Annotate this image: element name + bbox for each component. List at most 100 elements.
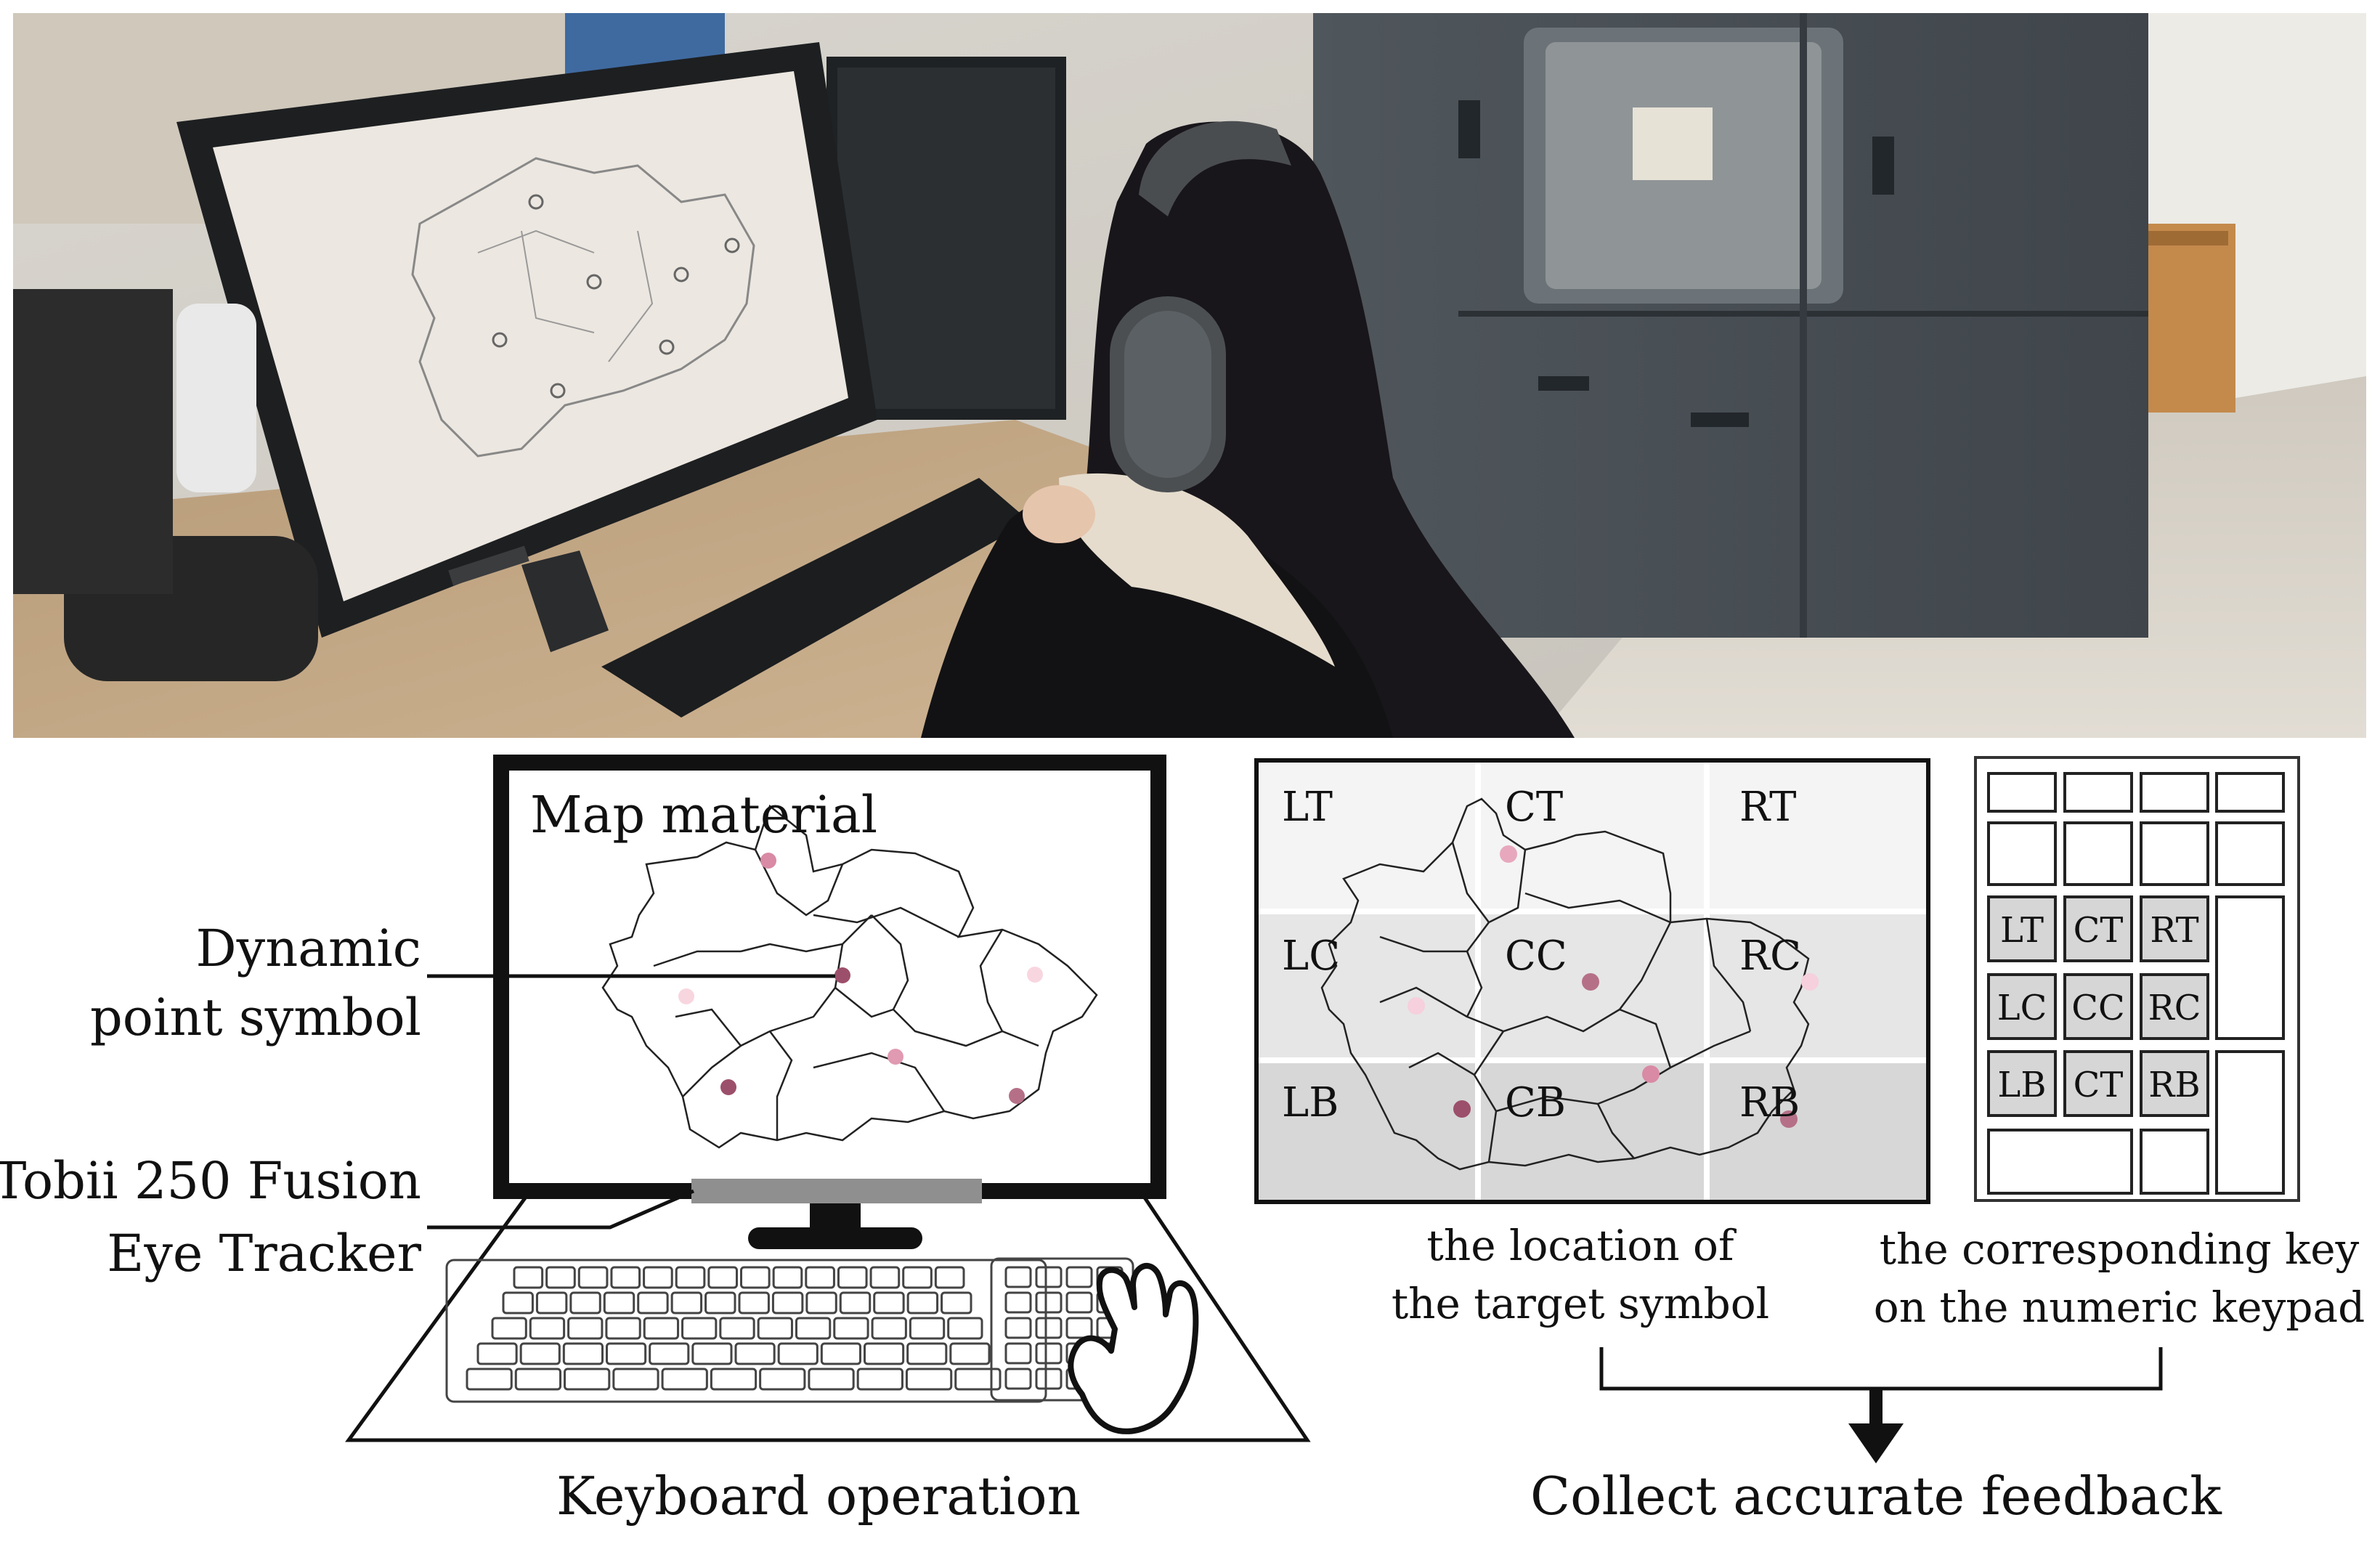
grid-cell-label-lb: LB (1282, 1079, 1339, 1126)
keyboard-key (740, 1266, 771, 1289)
grid-dot (1780, 1110, 1798, 1128)
keyboard-key (562, 1342, 604, 1365)
map-dot (834, 967, 850, 983)
numpad-key (1065, 1317, 1093, 1339)
keypad-key-label: CC (2071, 988, 2124, 1028)
keyboard-key (905, 1368, 953, 1391)
grid-row-bottom (1256, 1060, 1928, 1202)
grid-dot (1801, 973, 1819, 991)
keyboard-key (795, 1317, 832, 1340)
keyboard-key (949, 1342, 991, 1365)
bottle (176, 304, 256, 492)
keyboard-key (610, 1266, 641, 1289)
keyboard-drawing (445, 1257, 1134, 1403)
keyboard-key (612, 1368, 659, 1391)
keyboard-key (661, 1368, 708, 1391)
monitor-screen (213, 71, 848, 601)
monitor-map (601, 804, 1098, 1149)
keyboard-key (707, 1266, 738, 1289)
keyboard-key (759, 1368, 806, 1391)
keyboard-key (906, 1342, 948, 1365)
grid-map-outline (1320, 797, 1810, 1171)
keypad-key (1987, 1050, 2057, 1117)
keyboard-key (514, 1368, 562, 1391)
keyboard-key (805, 1291, 837, 1315)
keyboard-key (605, 1317, 641, 1340)
keyboard-key (691, 1342, 733, 1365)
keyboard-key (934, 1266, 965, 1289)
keyboard-key (649, 1342, 690, 1365)
grid-dot (1582, 973, 1599, 991)
keypad-key (2063, 973, 2133, 1040)
numpad-key (1004, 1317, 1032, 1339)
numpad-key (1004, 1342, 1032, 1365)
computer-setup (345, 755, 1311, 1442)
keyboard-key (675, 1266, 706, 1289)
numpad-key (1065, 1266, 1093, 1288)
grid-dot (1642, 1065, 1660, 1083)
keyboard-key (681, 1317, 718, 1340)
map-dot (1009, 1088, 1025, 1104)
grid-cell-label-cb: CB (1505, 1079, 1566, 1126)
grid-cell-label-lt: LT (1282, 784, 1333, 831)
keyboard-key (954, 1368, 1002, 1391)
keyboard-key (871, 1317, 907, 1340)
keyboard-key (738, 1291, 770, 1315)
eye-tracker-label-line2: Eye Tracker (107, 1224, 421, 1283)
map-dot (888, 1049, 903, 1065)
keypad-key-label: RT (2150, 910, 2198, 951)
keyboard-key (670, 1291, 703, 1315)
keyboard-key (909, 1317, 946, 1340)
keyboard-key (805, 1266, 835, 1289)
headphones (1139, 121, 1291, 216)
keypad-key-label: LC (1997, 988, 2047, 1028)
numpad-key (1065, 1291, 1093, 1314)
location-caption-line2: the target symbol (1392, 1279, 1769, 1328)
keypad-key (1987, 895, 2057, 962)
keypad-key-label: CT (2074, 1065, 2124, 1105)
hand-icon (1068, 1262, 1199, 1434)
keyboard-key (637, 1291, 669, 1315)
keyboard-key (757, 1317, 793, 1340)
keyboard-key (820, 1342, 862, 1365)
keyboard-key (606, 1342, 647, 1365)
numpad-key (1035, 1368, 1063, 1390)
keyboard-key (519, 1342, 561, 1365)
keyboard-key (864, 1342, 905, 1365)
keypad-key-label: RC (2148, 988, 2201, 1028)
keyboard-key (808, 1368, 855, 1391)
keyboard-operation-label: Keyboard operation (556, 1466, 1081, 1527)
grid-cell-label-cc: CC (1505, 933, 1567, 980)
keyboard-key (643, 1266, 673, 1289)
keyboard-key (491, 1317, 527, 1340)
keyboard-key (577, 1266, 609, 1289)
keyboard-key (704, 1291, 736, 1315)
keyboard-key (466, 1368, 513, 1391)
map-dot (1027, 967, 1043, 983)
eye-tracker-label-line1: Tobii 250 Fusion (0, 1151, 421, 1211)
keypad-key-label: RB (2148, 1065, 2200, 1105)
fur-collar (1059, 473, 1335, 667)
keyboard-key (869, 1266, 901, 1289)
keypad-key (1987, 973, 2057, 1040)
feedback-arrow (1848, 1423, 1904, 1463)
map-material-label: Map material (530, 785, 877, 845)
numpad-key (1035, 1342, 1063, 1365)
monitor-base (748, 1227, 922, 1249)
keyboard-key (567, 1317, 604, 1340)
map-dot (678, 988, 694, 1004)
grid-row-top (1256, 760, 1928, 911)
keypad-key-label: CT (2074, 910, 2124, 951)
keyboard-key (839, 1291, 872, 1315)
key-caption-line2: on the numeric keypad (1874, 1283, 2365, 1332)
keyboard-key (777, 1342, 819, 1365)
keyboard-key (771, 1291, 804, 1315)
keypad-key (2140, 1050, 2209, 1117)
numpad-key (1004, 1266, 1032, 1288)
collect-feedback-label: Collect accurate feedback (1530, 1466, 2222, 1527)
keypad-key (2063, 1050, 2133, 1117)
keyboard-key (873, 1291, 905, 1315)
